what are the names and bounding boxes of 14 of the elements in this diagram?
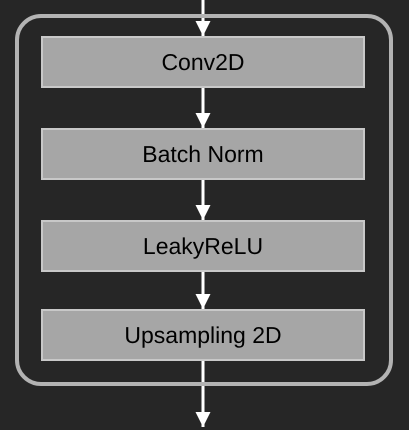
group-frame (15, 14, 393, 386)
layer-label: Batch Norm (142, 140, 264, 168)
arrow (196, 361, 210, 427)
arrow (196, 180, 210, 220)
layer-label: LeakyReLU (142, 232, 264, 260)
layer-box (41, 128, 365, 180)
layer-box (41, 309, 365, 361)
arrow (196, 0, 210, 36)
arrow (196, 88, 210, 128)
layer-label: Conv2D (161, 48, 245, 76)
layer-label: Upsampling 2D (124, 322, 282, 348)
layer-box (41, 220, 365, 272)
layer-box (41, 36, 365, 88)
arrow (196, 272, 210, 309)
